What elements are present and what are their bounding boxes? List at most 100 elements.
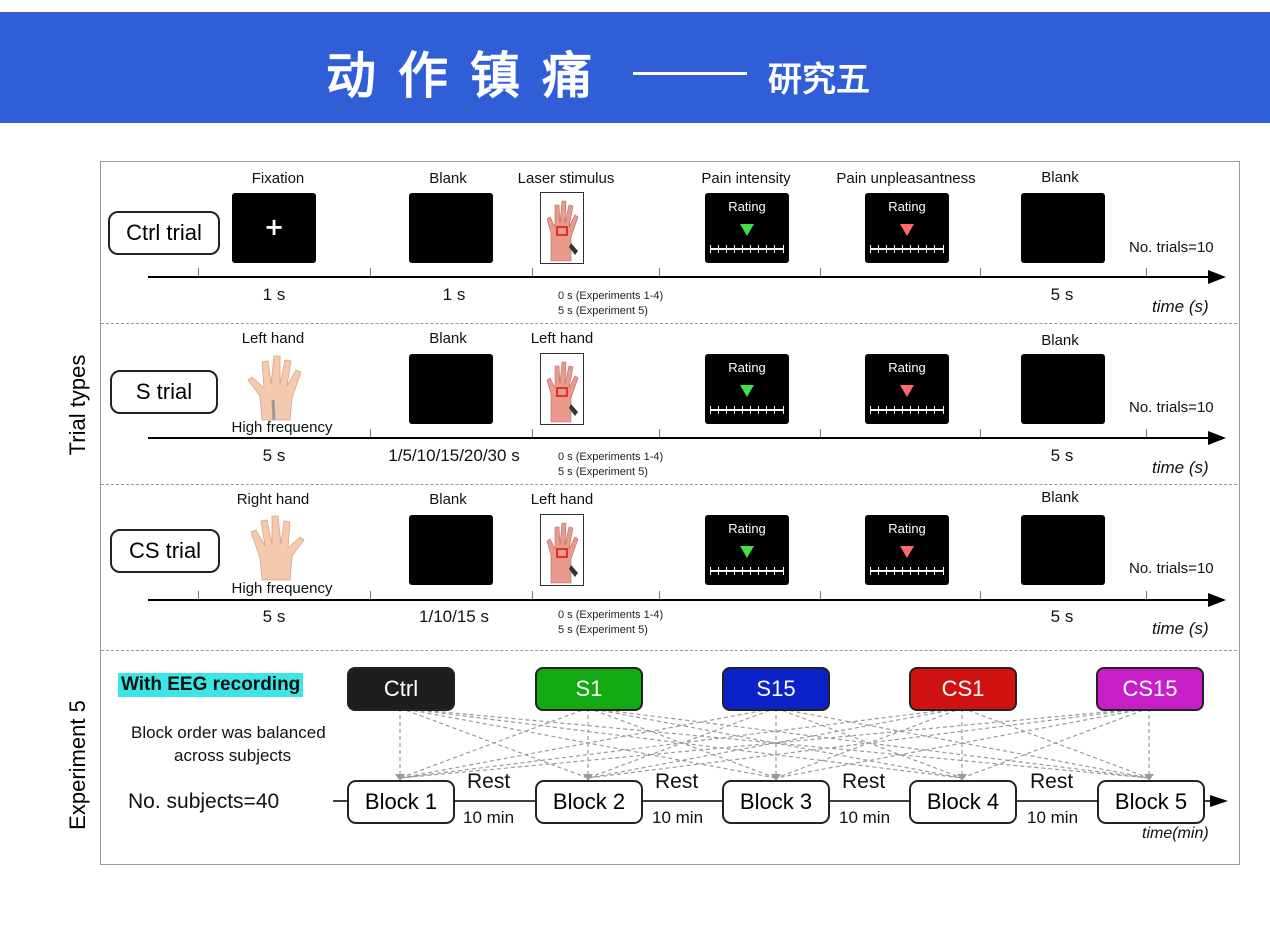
stage-label-blank: Blank [429, 170, 467, 187]
arrow-right-icon [1208, 593, 1226, 607]
block-4: Block 4 [909, 780, 1017, 824]
stage-label-laser-hand: Left hand [530, 330, 594, 347]
condition-s15: S15 [722, 667, 830, 711]
row-separator [101, 484, 1237, 485]
s-trial-box: S trial [110, 370, 218, 414]
rating-scale [710, 567, 784, 578]
no-trials-label: No. trials=10 [1129, 560, 1214, 577]
duration-label: 5 s [262, 446, 286, 465]
rating-marker-icon [900, 224, 914, 236]
fixation-cross-icon: + [263, 213, 285, 241]
rating-label: Rating [728, 360, 766, 375]
rating-scale [710, 406, 784, 417]
rest-duration: 10 min [652, 808, 704, 827]
stage-label-vibration-hand: Left hand [241, 330, 305, 347]
rest-label: Rest [655, 770, 699, 793]
stage-label-fixation: Fixation [251, 170, 305, 187]
arrow-right-icon [1208, 270, 1226, 284]
block-5: Block 5 [1097, 780, 1205, 824]
stage-label-blank: Blank [429, 491, 467, 508]
pain-unpleasantness-rating-screen: Rating [865, 515, 949, 585]
rating-scale [870, 245, 944, 256]
vibrating-hand-image [240, 510, 312, 582]
rating-scale [870, 406, 944, 417]
hand-icon [250, 515, 305, 581]
page-subtitle: 研究五 [768, 60, 870, 100]
arrow-right-icon [1208, 431, 1226, 445]
rating-marker-icon [740, 546, 754, 558]
laser-duration-note: 0 s (Experiments 1-4)5 s (Experiment 5) [558, 609, 664, 636]
stage-label-laser-hand: Left hand [530, 491, 594, 508]
condition-s1: S1 [535, 667, 643, 711]
condition-cs1: CS1 [909, 667, 1017, 711]
rest-duration: 10 min [463, 808, 515, 827]
pain-unpleasantness-rating-screen: Rating [865, 354, 949, 424]
pain-intensity-rating-screen: Rating [705, 515, 789, 585]
rating-marker-icon [740, 224, 754, 236]
stage-label-vibration-hand: Right hand [236, 491, 310, 508]
blank-screen [409, 354, 493, 424]
block-2: Block 2 [535, 780, 643, 824]
rating-scale [710, 245, 784, 256]
stage-label-blank: Blank [1041, 169, 1079, 186]
arrow-right-icon [1210, 795, 1228, 807]
stage-label-blank: Blank [429, 330, 467, 347]
page-title: 动作镇痛 [326, 47, 614, 105]
pain-intensity-rating-screen: Rating [705, 193, 789, 263]
laser-hand-image [540, 353, 584, 425]
no-trials-label: No. trials=10 [1129, 239, 1214, 256]
header-banner [0, 12, 1270, 123]
duration-label: 5 s [262, 607, 286, 626]
rating-marker-icon [740, 385, 754, 397]
blank-screen [409, 515, 493, 585]
rest-duration: 10 min [1027, 808, 1079, 827]
laser-duration-note: 0 s (Experiments 1-4)5 s (Experiment 5) [558, 451, 664, 478]
block-3: Block 3 [722, 780, 830, 824]
timeline-axis [148, 599, 1210, 601]
rating-label: Rating [728, 199, 766, 214]
hand-icon [247, 355, 302, 421]
fixation-screen: + [232, 193, 316, 263]
duration-label: 1/5/10/15/20/30 s [388, 446, 520, 465]
duration-label: 5 s [1050, 285, 1074, 304]
rating-marker-icon [900, 385, 914, 397]
time-axis-label: time (s) [1152, 619, 1209, 638]
condition-ctrl: Ctrl [347, 667, 455, 711]
stage-label-pain-unpleasantness: Pain unpleasantness [836, 170, 976, 187]
vibration-frequency-label: High frequency [231, 580, 333, 597]
stage-label-blank: Blank [1041, 489, 1079, 506]
rest-label: Rest [842, 770, 886, 793]
pain-unpleasantness-rating-screen: Rating [865, 193, 949, 263]
pain-intensity-rating-screen: Rating [705, 354, 789, 424]
laser-hand-image [540, 192, 584, 264]
block-1: Block 1 [347, 780, 455, 824]
rating-label: Rating [888, 360, 926, 375]
stage-label-pain-intensity: Pain intensity [701, 170, 791, 187]
rating-scale [870, 567, 944, 578]
time-axis-label: time(min) [1142, 825, 1209, 842]
time-axis-label: time (s) [1152, 458, 1209, 477]
hand-laser-icon [546, 361, 579, 423]
timeline-axis [148, 276, 1210, 278]
rating-marker-icon [900, 546, 914, 558]
laser-hand-image [540, 514, 584, 586]
condition-cs15: CS15 [1096, 667, 1204, 711]
cs-trial-box: CS trial [110, 529, 220, 573]
subjects-count: No. subjects=40 [128, 790, 280, 813]
row-separator [101, 650, 1237, 651]
no-trials-label: No. trials=10 [1129, 399, 1214, 416]
rating-label: Rating [728, 521, 766, 536]
rating-label: Rating [888, 521, 926, 536]
eeg-recording-label: With EEG recording [118, 673, 304, 697]
rest-duration: 10 min [839, 808, 891, 827]
vibration-frequency-label: High frequency [231, 419, 333, 436]
duration-label: 5 s [1050, 607, 1074, 626]
rest-label: Rest [467, 770, 511, 793]
timeline-axis [148, 437, 1210, 439]
title-dash [633, 72, 747, 75]
duration-label: 1 s [442, 285, 466, 304]
stage-label-blank: Blank [1041, 332, 1079, 349]
laser-duration-note: 0 s (Experiments 1-4)5 s (Experiment 5) [558, 290, 664, 317]
vibrating-hand-image [240, 350, 312, 422]
blank-screen [1021, 193, 1105, 263]
